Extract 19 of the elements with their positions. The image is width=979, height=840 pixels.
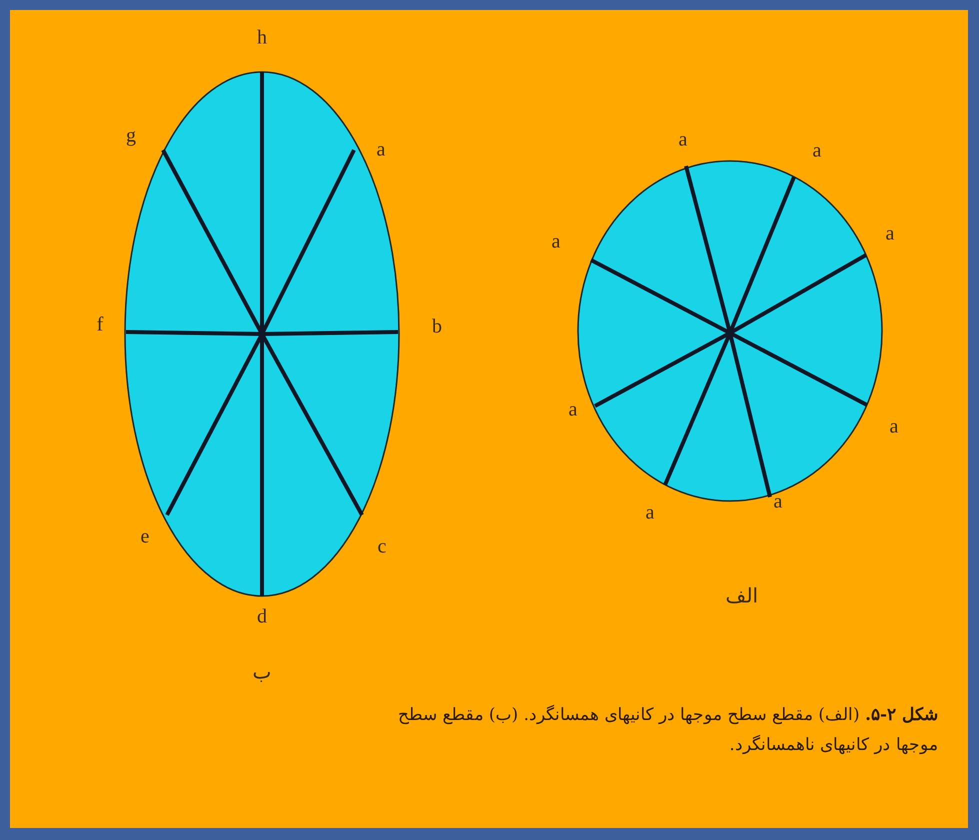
point-label: a xyxy=(890,416,898,438)
point-label: c xyxy=(378,536,386,558)
point-label: a xyxy=(646,502,654,524)
panel-label: ب xyxy=(252,660,272,684)
point-label: a xyxy=(568,398,578,422)
point-label: a xyxy=(552,230,560,254)
point-label: a xyxy=(678,128,688,152)
figure-caption: شکل ۲-۵. (الف) مقطع سطح موجها در کانیهای همسانگرد. (ب) مقطع سطح موجها در کانیهای ناهمسانگرد. xyxy=(397,704,938,757)
point-label: a xyxy=(376,138,386,162)
point-label: g xyxy=(126,124,136,148)
panel-label: الف xyxy=(726,584,758,608)
point-label: h xyxy=(257,26,267,50)
point-label: f xyxy=(96,314,104,336)
point-label: d xyxy=(257,606,267,628)
point-label: a xyxy=(812,140,822,162)
point-label: a xyxy=(774,490,782,514)
point-label: a xyxy=(886,222,894,246)
point-label: e xyxy=(140,526,150,548)
point-label: b xyxy=(432,316,442,338)
